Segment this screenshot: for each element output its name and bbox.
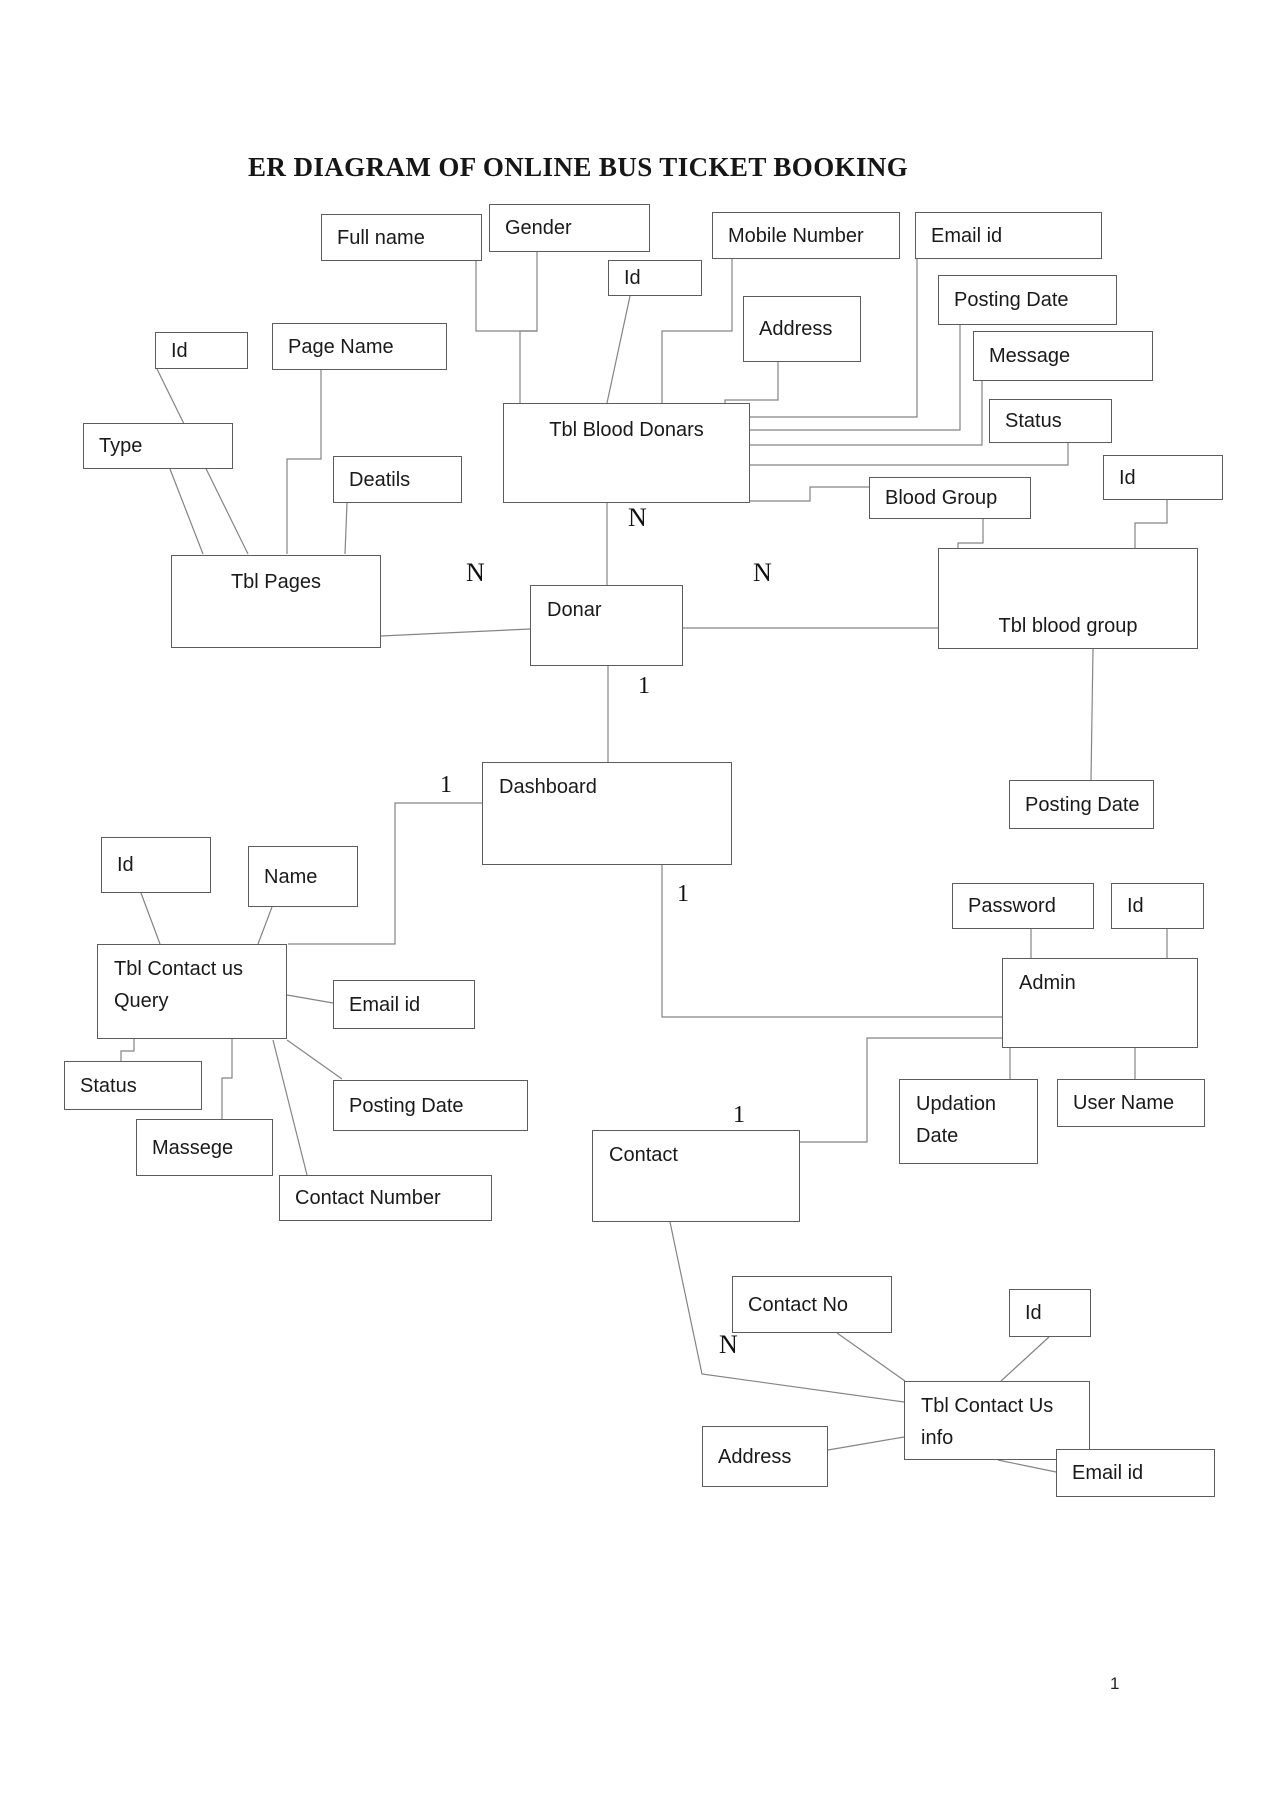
connector-blood-group--tbl-blood-group	[957, 519, 984, 549]
connector-id-top--tbl-blood-donars	[606, 295, 631, 404]
connector-address--tbl-blood-donars	[724, 362, 779, 404]
cardinality-1-contact: 1	[733, 1102, 745, 1128]
attribute-email-id-bottom: Email id	[1056, 1449, 1215, 1497]
attribute-address-bottom: Address	[702, 1426, 828, 1487]
attribute-user-name: User Name	[1057, 1079, 1205, 1127]
connector-tbl-contact-us-query--status-left	[120, 1039, 135, 1061]
attribute-contact-number: Contact Number	[279, 1175, 492, 1221]
entity-tbl-contact-us-info: Tbl Contact Us info	[904, 1381, 1090, 1460]
connector-tbl-blood-donars--email-id-top	[750, 259, 918, 418]
connector-tbl-blood-group--posting-date-right	[1090, 648, 1094, 781]
attribute-blood-group: Blood Group	[869, 477, 1031, 519]
connector-id-right--tbl-blood-group	[1134, 500, 1168, 549]
cardinality-1-dashboard-admin: 1	[677, 881, 689, 907]
relation-donar: Donar	[530, 585, 683, 666]
attribute-status-top: Status	[989, 399, 1112, 443]
connector-tbl-contact-us-query--contact-number	[272, 1039, 308, 1176]
attribute-posting-date-left: Posting Date	[333, 1080, 528, 1131]
connector-contact-no--tbl-contact-us-info	[836, 1332, 906, 1382]
attribute-address-top: Address	[743, 296, 861, 362]
page-number: 1	[1110, 1674, 1120, 1693]
attribute-id-right: Id	[1103, 455, 1223, 500]
connector-gender--tbl-blood-donars	[519, 252, 538, 403]
entity-dashboard: Dashboard	[482, 762, 732, 865]
attribute-posting-date-right: Posting Date	[1009, 780, 1154, 829]
attribute-password: Password	[952, 883, 1094, 929]
attribute-id-left: Id	[155, 332, 248, 369]
attribute-email-id-left: Email id	[333, 980, 475, 1029]
connector-name--tbl-contact-us-query	[257, 906, 273, 945]
attribute-id-bottom: Id	[1009, 1289, 1091, 1337]
attribute-type: Type	[83, 423, 233, 469]
attribute-id-contact: Id	[101, 837, 211, 893]
connector-deatils--tbl-pages	[344, 502, 348, 555]
connector-contact--tbl-contact-us-info	[669, 1221, 905, 1403]
connector-tbl-pages--donar	[380, 628, 531, 637]
attribute-posting-date-top: Posting Date	[938, 275, 1117, 325]
cardinality-1-donar-dashboard: 1	[638, 673, 650, 699]
entity-tbl-blood-group: Tbl blood group	[938, 548, 1198, 649]
connector-address--tbl-contact-us-info	[827, 1436, 905, 1451]
connector-id-bottom--tbl-contact-us-info	[1000, 1336, 1050, 1382]
cardinality-n-pages-donar: N	[466, 558, 485, 587]
cardinality-1-dashboard-query: 1	[440, 772, 452, 798]
connector-tbl-contact-us-query--email-id-left	[286, 994, 334, 1004]
attribute-page-name: Page Name	[272, 323, 447, 370]
connector-full-name--junction	[475, 261, 537, 332]
attribute-contact-no: Contact No	[732, 1276, 892, 1333]
connector-tbl-contact-us-query--posting-date-left	[286, 1039, 343, 1080]
connector-type--tbl-pages	[169, 468, 204, 555]
connector-dashboard--tbl-contact-us-query	[288, 802, 482, 945]
attribute-updation-date: Updation Date	[899, 1079, 1038, 1164]
connector-tbl-contact-us-query--massege	[221, 1039, 233, 1119]
attribute-id-admin: Id	[1111, 883, 1204, 929]
attribute-massege: Massege	[136, 1119, 273, 1176]
connector-id-contact--tbl-contact-us-query	[140, 892, 161, 945]
attribute-email-id-top: Email id	[915, 212, 1102, 259]
attribute-mobile-number: Mobile Number	[712, 212, 900, 259]
entity-tbl-blood-donars: Tbl Blood Donars	[503, 403, 750, 503]
attribute-message: Message	[973, 331, 1153, 381]
attribute-deatils: Deatils	[333, 456, 462, 503]
attribute-gender: Gender	[489, 204, 650, 252]
connector-tbl-contact-us-info--email-id-bottom	[997, 1459, 1057, 1473]
cardinality-n-contact-info: N	[719, 1330, 738, 1359]
connector-tbl-blood-donars--status-top	[750, 443, 1069, 466]
diagram-title: ER DIAGRAM OF ONLINE BUS TICKET BOOKING	[248, 152, 909, 182]
entity-tbl-pages: Tbl Pages	[171, 555, 381, 648]
attribute-id-top: Id	[608, 260, 702, 296]
entity-admin: Admin	[1002, 958, 1198, 1048]
cardinality-n-donar-bloodgroup: N	[753, 558, 772, 587]
entity-contact: Contact	[592, 1130, 800, 1222]
cardinality-n-donars-donar: N	[628, 503, 647, 532]
connector-tbl-blood-donars--blood-group	[750, 486, 869, 502]
entity-tbl-contact-us-query: Tbl Contact us Query	[97, 944, 287, 1039]
connector-tbl-blood-donars--posting-date-top	[750, 325, 961, 431]
connector-dashboard--admin	[661, 865, 1002, 1018]
attribute-full-name: Full name	[321, 214, 482, 261]
connector-tbl-blood-donars--message	[750, 381, 983, 446]
connector-mobile-number--tbl-blood-donars	[661, 259, 733, 403]
connector-contact--admin	[800, 1037, 1002, 1143]
attribute-name: Name	[248, 846, 358, 907]
connector-page-name--tbl-pages	[286, 370, 322, 554]
attribute-status-left: Status	[64, 1061, 202, 1110]
